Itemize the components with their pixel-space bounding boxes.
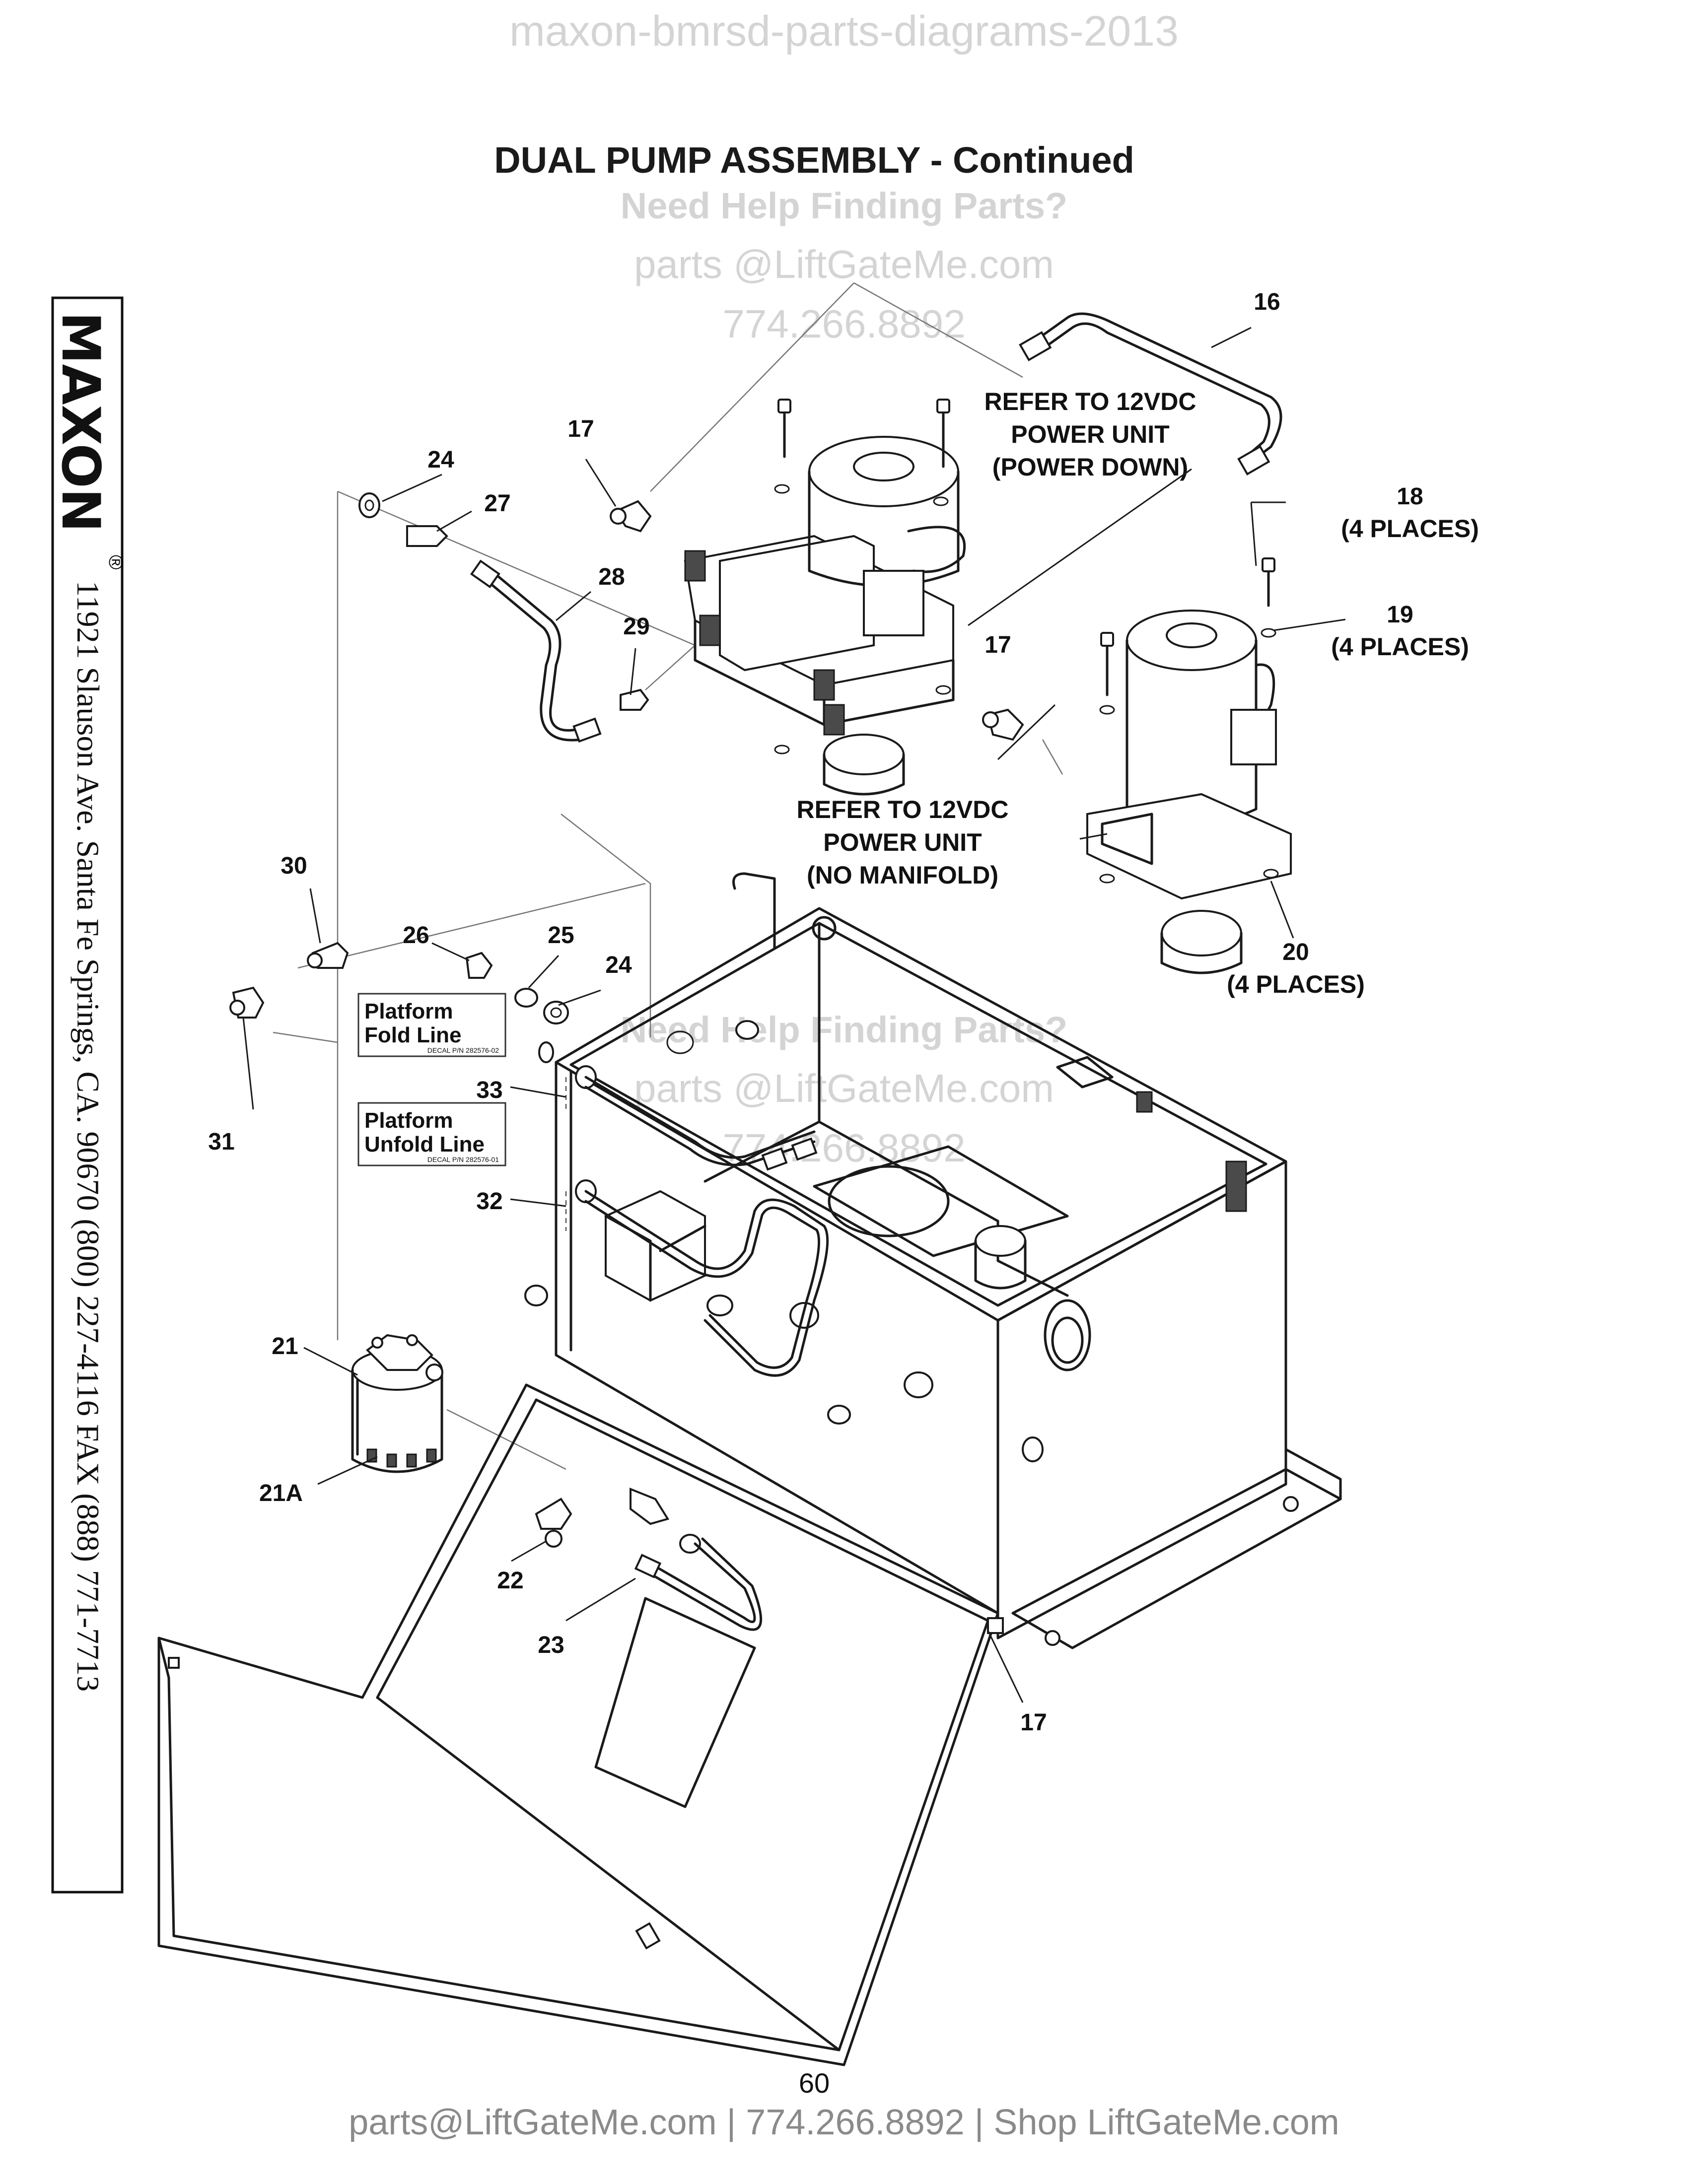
power-unit-manifold <box>684 399 966 796</box>
callouts: 16 17 17 17 18 19 20 21 21A 22 23 24 24 … <box>208 289 1423 1736</box>
callout-28: 28 <box>598 564 625 590</box>
sidebar: MAXON ® 11921 Slauson Ave. Santa Fe Spri… <box>50 296 127 1894</box>
decal-fold-line: Platform Fold Line DECAL P/N 282576-02 <box>357 993 506 1057</box>
svg-text:Fold Line: Fold Line <box>364 1023 462 1047</box>
enclosure-box <box>524 872 1342 1649</box>
svg-text:DECAL P/N 282576-01: DECAL P/N 282576-01 <box>427 1156 499 1163</box>
callout-25: 25 <box>548 922 574 949</box>
svg-text:REFER TO 12VDC: REFER TO 12VDC <box>985 388 1196 415</box>
svg-text:REFER TO 12VDC: REFER TO 12VDC <box>797 796 1009 823</box>
note-no-manifold: REFER TO 12VDC POWER UNIT (NO MANIFOLD) <box>797 796 1009 889</box>
door-panel <box>157 1383 1004 2066</box>
callout-24-lower: 24 <box>605 952 632 978</box>
note-power-down: REFER TO 12VDC POWER UNIT (POWER DOWN) <box>985 388 1196 481</box>
pressure-line-16 <box>1019 312 1282 476</box>
svg-text:(POWER DOWN): (POWER DOWN) <box>992 453 1188 481</box>
callout-26: 26 <box>403 922 429 949</box>
small-fittings-left <box>358 492 649 711</box>
callout-24-upper: 24 <box>427 447 454 473</box>
callout-33: 33 <box>476 1077 502 1103</box>
svg-text:Platform: Platform <box>364 999 453 1024</box>
watermark-header: maxon-bmrsd-parts-diagrams-2013 <box>509 7 1179 55</box>
callout-19: 19 <box>1387 602 1413 628</box>
svg-text:(NO MANIFOLD): (NO MANIFOLD) <box>807 861 998 889</box>
fittings-mid-left <box>229 942 569 1024</box>
svg-text:POWER UNIT: POWER UNIT <box>1011 420 1169 448</box>
callout-17-upper: 17 <box>567 416 594 442</box>
callout-32: 32 <box>476 1188 502 1215</box>
watermark-email-top: parts @LiftGateMe.com <box>634 242 1054 286</box>
page-number: 60 <box>799 2067 830 2099</box>
sidebar-border <box>51 296 124 1894</box>
elbow-fitting-17-upper <box>610 500 652 533</box>
svg-text:Unfold Line: Unfold Line <box>364 1132 485 1157</box>
watermark-help-mid: Need Help Finding Parts? <box>621 1009 1067 1050</box>
company-address: 11921 Slauson Ave. Santa Fe Springs, CA.… <box>70 581 106 1692</box>
watermark-phone-top: 774.266.8892 <box>722 302 965 346</box>
callout-16: 16 <box>1254 289 1280 315</box>
callout-21: 21 <box>272 1333 298 1360</box>
watermark-phone-mid: 774.266.8892 <box>722 1126 965 1170</box>
callout-30: 30 <box>281 853 307 879</box>
callout-17-right: 17 <box>985 632 1011 658</box>
svg-text:DECAL P/N 282576-02: DECAL P/N 282576-02 <box>427 1046 499 1054</box>
note-places-19: (4 PLACES) <box>1331 633 1469 661</box>
door-fittings <box>535 1488 763 1631</box>
hose-lines-32-33 <box>584 1076 829 1377</box>
svg-text:Platform: Platform <box>364 1108 453 1133</box>
filter-21 <box>351 1334 443 1473</box>
power-unit-no-manifold <box>1086 557 1292 974</box>
callout-18: 18 <box>1397 483 1423 510</box>
callout-27: 27 <box>484 490 510 517</box>
svg-text:POWER UNIT: POWER UNIT <box>823 828 982 856</box>
watermark-email-mid: parts @LiftGateMe.com <box>634 1066 1054 1110</box>
registered-mark: ® <box>105 555 127 569</box>
callout-23: 23 <box>538 1632 564 1658</box>
tube-28 <box>470 559 602 743</box>
note-places-20: (4 PLACES) <box>1227 970 1365 998</box>
watermark-help-top: Need Help Finding Parts? <box>621 185 1067 226</box>
leader-lines <box>242 327 1346 1703</box>
callout-31: 31 <box>208 1129 234 1155</box>
footer-contact: parts@LiftGateMe.com | 774.266.8892 | Sh… <box>349 2103 1339 2142</box>
callout-21a: 21A <box>259 1480 303 1506</box>
callout-29: 29 <box>623 614 649 640</box>
callout-22: 22 <box>497 1568 523 1594</box>
callout-20: 20 <box>1282 939 1309 965</box>
maxon-logo: MAXON <box>50 312 111 532</box>
callout-17-lower: 17 <box>1020 1709 1047 1736</box>
note-places-18: (4 PLACES) <box>1341 515 1479 543</box>
page-title: DUAL PUMP ASSEMBLY - Continued <box>494 139 1134 181</box>
decal-unfold-line: Platform Unfold Line DECAL P/N 282576-01 <box>357 1102 506 1166</box>
elbow-fitting-17-right <box>982 708 1024 741</box>
